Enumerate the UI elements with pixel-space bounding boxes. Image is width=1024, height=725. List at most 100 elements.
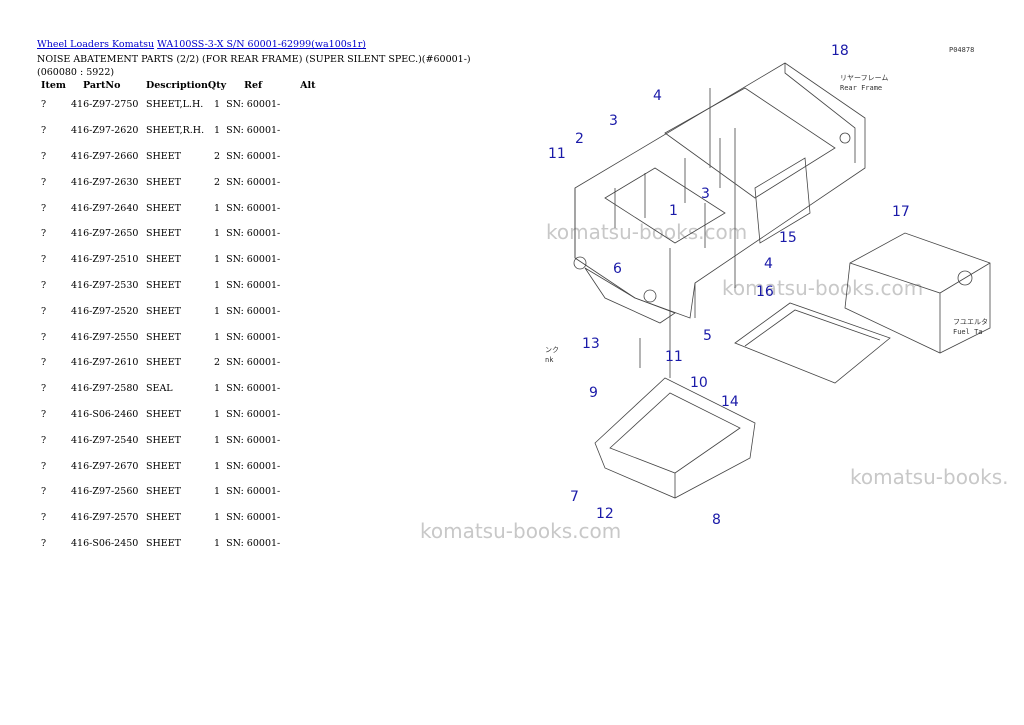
header-alt: Alt [300, 79, 316, 91]
callout: 13 [582, 336, 600, 352]
ref-cell: SN: 60001- [226, 537, 281, 549]
description-cell: SHEET [146, 408, 181, 420]
callout: 15 [779, 230, 797, 246]
qty-cell: 1 [213, 228, 221, 240]
item-cell: ? [41, 99, 47, 111]
breadcrumb-link-model[interactable]: WA100SS-3-X S/N 60001-62999(wa100s1r) [157, 39, 366, 50]
qty-cell: 1 [213, 383, 221, 395]
item-cell: ? [41, 434, 47, 446]
description-cell: SHEET [146, 279, 181, 291]
callout: 1 [669, 203, 678, 219]
alt-cell [300, 376, 320, 402]
header-qty: Qty [207, 79, 227, 91]
partno-cell: 416-Z97-2630 [71, 176, 139, 188]
table-header-row: Item PartNo Description Qty Ref Alt [37, 78, 320, 92]
description-cell: SHEET [146, 434, 181, 446]
alt-cell [300, 118, 320, 144]
item-cell: ? [41, 176, 47, 188]
fuel-tank-label-jp: フユエルタ [953, 317, 988, 326]
callout: 3 [701, 186, 710, 202]
rear-frame-label-jp: リヤーフレーム [840, 74, 888, 82]
description-cell: SHEET [146, 228, 181, 240]
qty-cell: 1 [213, 305, 221, 317]
description-cell: SHEET [146, 331, 181, 343]
header-ref: Ref [244, 79, 263, 91]
ref-cell: SN: 60001- [226, 254, 281, 266]
partno-cell: 416-Z97-2570 [71, 512, 139, 524]
alt-cell [300, 221, 320, 247]
callout: 4 [764, 256, 773, 272]
item-cell: ? [41, 408, 47, 420]
callout: 5 [703, 328, 712, 344]
partno-cell: 416-Z97-2530 [71, 279, 139, 291]
callout: 6 [613, 261, 622, 277]
ref-cell: SN: 60001- [226, 512, 281, 524]
description-cell: SHEET [146, 202, 181, 214]
partno-cell: 416-Z97-2670 [71, 460, 139, 472]
alt-cell [300, 273, 320, 299]
item-cell: ? [41, 228, 47, 240]
item-cell: ? [41, 460, 47, 472]
alt-cell [300, 531, 320, 557]
alt-cell [300, 350, 320, 376]
ref-cell: SN: 60001- [226, 99, 281, 111]
qty-cell: 1 [213, 331, 221, 343]
callout: 2 [575, 131, 584, 147]
diagram-code: P04878 [949, 46, 974, 54]
callout: 4 [653, 88, 662, 104]
description-cell: SHEET,R.H. [146, 125, 205, 137]
item-cell: ? [41, 357, 47, 369]
callout: 18 [831, 43, 849, 59]
breadcrumb-link-wheel-loaders[interactable]: Wheel Loaders Komatsu [37, 39, 155, 50]
partno-cell: 416-Z97-2550 [71, 331, 139, 343]
qty-cell: 1 [213, 537, 221, 549]
alt-cell [300, 144, 320, 170]
partno-cell: 416-Z97-2540 [71, 434, 139, 446]
alt-cell [300, 427, 320, 453]
parts-diagram: 18 4 3 2 11 3 1 15 17 4 6 16 13 5 11 10 … [545, 43, 991, 528]
partno-cell: 416-Z97-2650 [71, 228, 139, 240]
partno-cell: 416-S06-2450 [71, 537, 139, 549]
rear-frame-label-en: Rear Frame [840, 84, 882, 92]
ref-cell: SN: 60001- [226, 383, 281, 395]
alt-cell [300, 92, 320, 118]
item-cell: ? [41, 254, 47, 266]
ref-cell: SN: 60001- [226, 125, 281, 137]
partno-cell: 416-S06-2460 [71, 408, 139, 420]
ref-cell: SN: 60001- [226, 202, 281, 214]
item-cell: ? [41, 486, 47, 498]
description-cell: SHEET [146, 537, 181, 549]
qty-cell: 2 [213, 150, 221, 162]
callout: 17 [892, 204, 910, 220]
partno-cell: 416-Z97-2660 [71, 150, 139, 162]
item-cell: ? [41, 279, 47, 291]
qty-cell: 1 [213, 279, 221, 291]
callout: 11 [665, 349, 683, 365]
qty-cell: 1 [213, 486, 221, 498]
item-cell: ? [41, 383, 47, 395]
description-cell: SHEET [146, 176, 181, 188]
callout: 8 [712, 512, 721, 528]
callout: 11 [548, 146, 566, 162]
tank-label-jp: ンク [545, 346, 559, 354]
alt-cell [300, 402, 320, 428]
ref-cell: SN: 60001- [226, 357, 281, 369]
item-cell: ? [41, 125, 47, 137]
alt-cell [300, 169, 320, 195]
callout: 3 [609, 113, 618, 129]
ref-cell: SN: 60001- [226, 331, 281, 343]
description-cell: SHEET [146, 486, 181, 498]
qty-cell: 1 [213, 434, 221, 446]
description-cell: SHEET [146, 357, 181, 369]
callout: 10 [690, 375, 708, 391]
parts-table: Item PartNo Description Qty Ref Alt ?416… [37, 78, 320, 556]
item-cell: ? [41, 202, 47, 214]
